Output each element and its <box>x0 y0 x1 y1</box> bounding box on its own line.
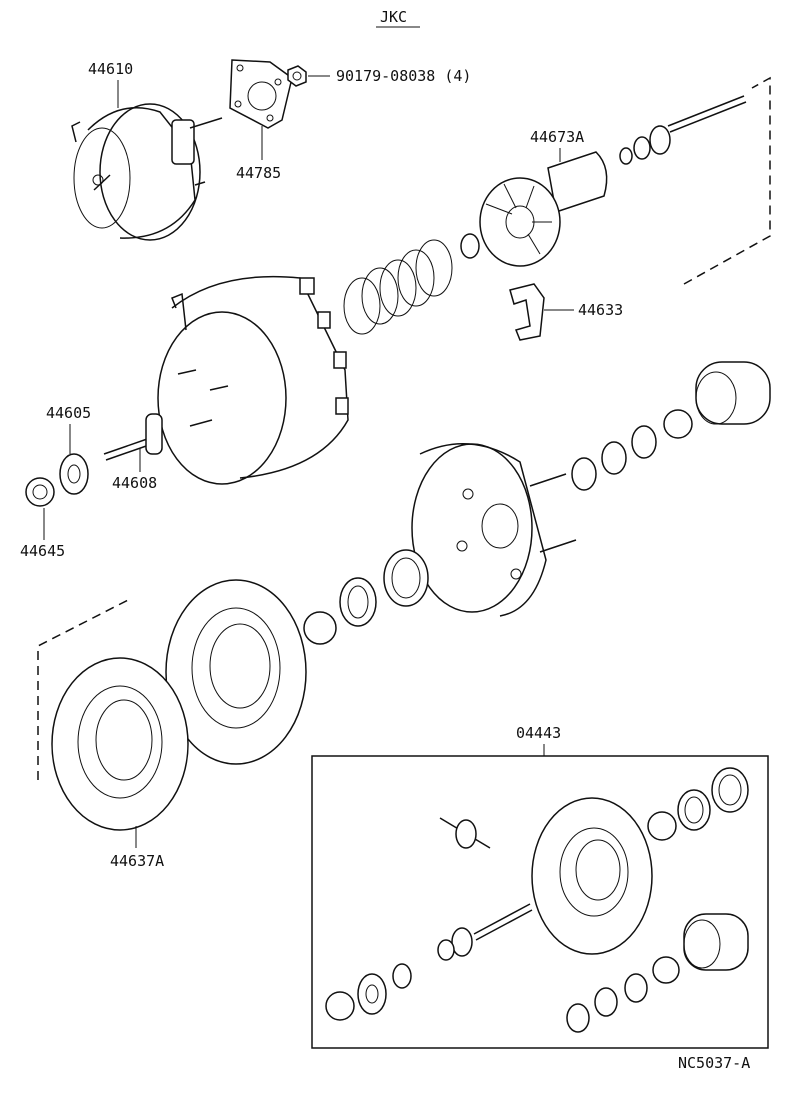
filter-1[interactable] <box>631 425 657 459</box>
label-gasket: 44785 <box>236 164 281 182</box>
return-spring[interactable] <box>343 239 453 335</box>
kit-filter-3[interactable] <box>566 1003 590 1033</box>
rear-shell[interactable] <box>411 443 577 617</box>
valve-operating-rod[interactable] <box>619 95 747 165</box>
gasket[interactable] <box>229 59 293 129</box>
shell-ring[interactable] <box>339 577 377 627</box>
shell-retainer[interactable] <box>303 611 337 645</box>
label-booster: 44610 <box>88 60 133 78</box>
valve-body[interactable] <box>479 151 608 267</box>
filter-3[interactable] <box>571 457 597 491</box>
label-valve-body: 44673A <box>530 128 584 146</box>
diaphragm-rear[interactable] <box>165 579 307 765</box>
label-retainer: 44645 <box>20 542 65 560</box>
diaphragm-front[interactable] <box>51 657 189 831</box>
valve-boot[interactable] <box>695 361 771 425</box>
kit-reaction-disc[interactable] <box>392 963 412 989</box>
kit-diaphragm[interactable] <box>531 797 653 955</box>
kit-seal[interactable] <box>357 973 387 1015</box>
reaction-disc[interactable] <box>460 233 480 259</box>
kit-filter-2[interactable] <box>594 987 618 1017</box>
front-shell[interactable] <box>157 275 349 485</box>
kit-bushing[interactable] <box>711 767 749 813</box>
kit-boot[interactable] <box>683 913 749 971</box>
kit-boot-retainer[interactable] <box>652 956 680 984</box>
label-nut: 90179-08038 (4) <box>336 67 471 85</box>
nut[interactable] <box>287 65 307 87</box>
label-push-rod: 44608 <box>112 474 157 492</box>
label-seal: 44605 <box>46 404 91 422</box>
bushing[interactable] <box>383 549 429 607</box>
kit-check-valve[interactable] <box>439 817 491 849</box>
boot-retainer[interactable] <box>663 409 693 439</box>
kit-operating-rod[interactable] <box>437 903 533 961</box>
header-code: JKC <box>380 8 407 26</box>
label-diaphragm: 44637A <box>110 852 164 870</box>
figure-id: NC5037-A <box>678 1054 750 1072</box>
label-key: 44633 <box>578 301 623 319</box>
shell-seal[interactable] <box>59 453 89 495</box>
kit-ring[interactable] <box>677 789 711 831</box>
kit-filter-1[interactable] <box>624 973 648 1003</box>
filter-2[interactable] <box>601 441 627 475</box>
push-rod[interactable] <box>103 413 163 461</box>
retainer[interactable] <box>25 477 55 507</box>
label-kit: 04443 <box>516 724 561 742</box>
brake-booster-assembly[interactable] <box>71 103 223 241</box>
valve-key[interactable] <box>509 283 545 341</box>
kit-retainer[interactable] <box>325 991 355 1021</box>
kit-shell-retainer[interactable] <box>647 811 677 841</box>
assembly-dashline-top <box>683 76 771 285</box>
kit-box <box>311 755 769 1049</box>
